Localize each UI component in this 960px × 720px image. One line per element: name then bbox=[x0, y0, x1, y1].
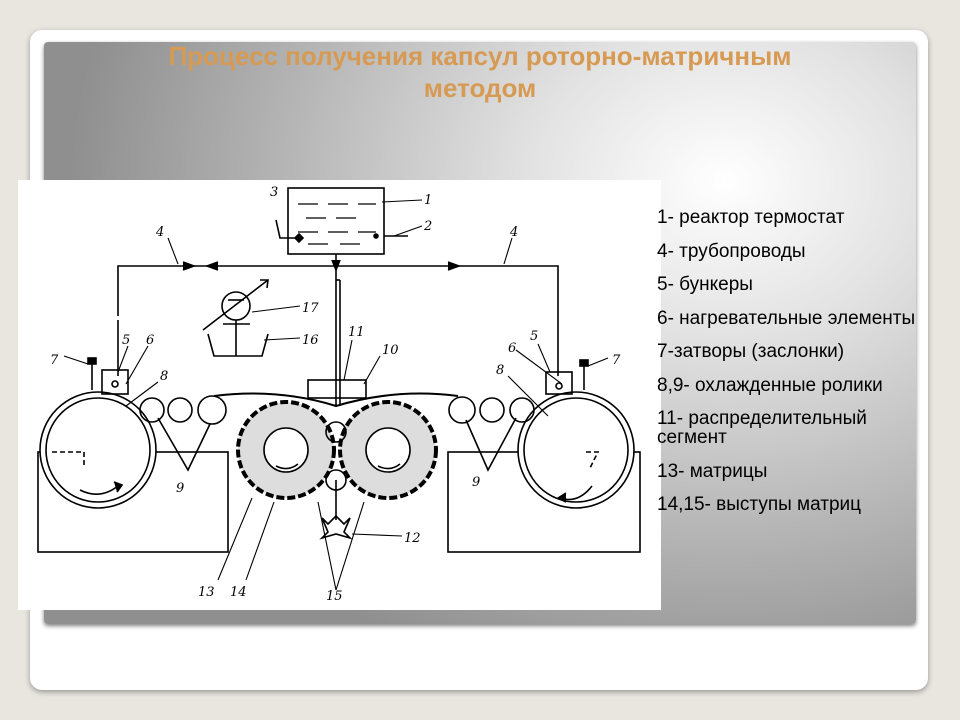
pipelines bbox=[117, 254, 559, 406]
label-6-left: 6 bbox=[146, 333, 154, 348]
label-14: 14 bbox=[230, 585, 247, 600]
legend-item: 7-затворы (заслонки) bbox=[657, 341, 845, 362]
rotor-matrix-diagram: 3 1 2 4 4 17 16 11 10 5 6 7 8 9 5 6 7 8 … bbox=[18, 180, 661, 610]
label-7-left: 7 bbox=[50, 353, 59, 368]
reactor-tank bbox=[275, 187, 408, 255]
label-17: 17 bbox=[302, 301, 319, 316]
legend-item: 4- трубопроводы bbox=[657, 240, 806, 262]
label-8-left: 8 bbox=[160, 369, 168, 384]
label-11: 11 bbox=[348, 325, 365, 340]
label-4-right: 4 bbox=[509, 225, 518, 240]
label-4-left: 4 bbox=[155, 225, 164, 240]
legend-item: 13- матрицы bbox=[657, 460, 768, 482]
slide-title-line-2: методом bbox=[423, 73, 537, 103]
label-2: 2 bbox=[423, 219, 432, 234]
legend-item: 14,15- выступы матриц bbox=[657, 494, 862, 515]
right-assembly bbox=[447, 359, 641, 553]
legend-item: 8,9- охлажденные ролики bbox=[657, 374, 883, 396]
label-3: 3 bbox=[270, 185, 278, 200]
label-10: 10 bbox=[382, 343, 399, 358]
leader-lines bbox=[63, 199, 609, 591]
label-12: 12 bbox=[404, 531, 421, 546]
slide-title: Процесс получения капсул роторно-матричн… bbox=[44, 40, 916, 104]
legend-item: 5- бункеры bbox=[657, 274, 753, 295]
label-9-left: 9 bbox=[176, 481, 184, 496]
label-13: 13 bbox=[198, 585, 215, 600]
legend-item: 11- распределительный сегмент bbox=[657, 408, 867, 448]
matrices bbox=[213, 379, 459, 540]
legend-item: 6- нагревательные элементы bbox=[657, 307, 916, 329]
pump bbox=[202, 279, 269, 357]
left-assembly bbox=[37, 357, 229, 553]
label-5-right: 5 bbox=[530, 329, 538, 344]
label-8-right: 8 bbox=[496, 363, 504, 378]
label-1: 1 bbox=[424, 193, 432, 208]
label-5-left: 5 bbox=[122, 333, 130, 348]
slide-title-line-1: Процесс получения капсул роторно-матричн… bbox=[168, 41, 792, 71]
diagram-labels: 3 1 2 4 4 17 16 11 10 5 6 7 8 9 5 6 7 8 … bbox=[50, 185, 621, 604]
label-16: 16 bbox=[302, 333, 319, 348]
label-7-right: 7 bbox=[612, 353, 621, 368]
legend-list: 1- реактор термостат 4- трубопроводы 5- … bbox=[657, 208, 927, 529]
label-9-right: 9 bbox=[472, 475, 480, 490]
label-15: 15 bbox=[326, 589, 343, 604]
legend-item: 1- реактор термостат bbox=[657, 207, 845, 228]
label-6-right: 6 bbox=[508, 341, 516, 356]
